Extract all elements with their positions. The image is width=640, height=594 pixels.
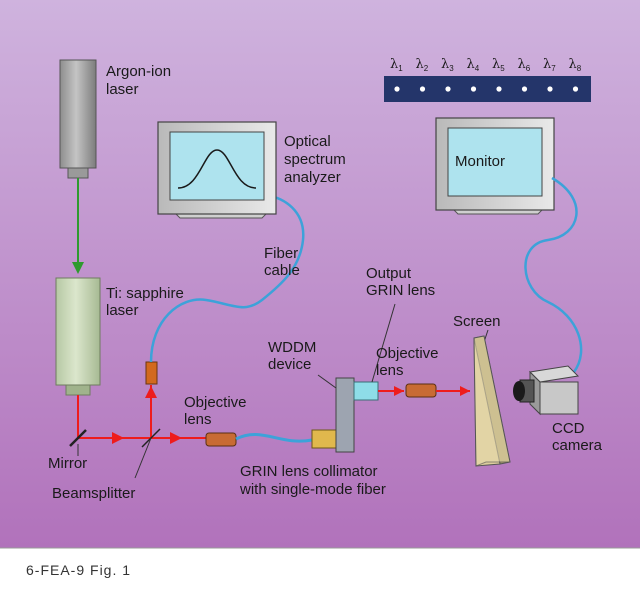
monitor (435, 117, 555, 215)
ccd-camera (513, 365, 580, 416)
wavelength-dot (496, 86, 502, 92)
label-line: laser (106, 302, 139, 319)
label-line: cable (264, 262, 300, 279)
label-line: laser (106, 81, 139, 98)
label-line: GRIN lens (366, 282, 435, 299)
camera-cable (524, 176, 583, 373)
screen (473, 335, 511, 467)
wavelength-dot (445, 86, 451, 92)
pump-beam (72, 178, 84, 274)
grin-collimator (311, 429, 337, 449)
label-line: Argon-ion (106, 63, 171, 80)
wddm-pointer (317, 374, 337, 389)
label-line: Ti: sapphire (106, 285, 184, 302)
objective-lens-right (405, 383, 437, 398)
beam-arrow (112, 432, 124, 444)
spectrum-curve (177, 149, 257, 189)
figure-caption: 6-FEA-9 Fig. 1 (26, 562, 131, 578)
wddm-device (335, 377, 379, 453)
beamsplitter-pointer (134, 437, 152, 479)
label-line: Optical (284, 133, 331, 150)
wavelength-dot (521, 86, 528, 92)
label-line: Mirror (48, 455, 87, 472)
label-line: Monitor (455, 153, 505, 170)
label-mirror: Mirror (48, 455, 87, 472)
label-line: WDDM (268, 339, 316, 356)
label-line: Objective (376, 345, 439, 362)
label-line: Screen (453, 313, 501, 330)
argon-ion-laser (59, 59, 97, 179)
wavelength-dot (470, 86, 477, 92)
wavelength-dot (419, 86, 426, 92)
wavelength-dot (572, 86, 579, 92)
fiber-coupler (145, 361, 158, 385)
label-line: analyzer (284, 169, 341, 186)
caption-strip (0, 548, 640, 594)
label-line: spectrum (284, 151, 346, 168)
label-line: GRIN lens collimator (240, 463, 378, 480)
beam-arrow (460, 386, 470, 396)
output-grin-pointer (371, 303, 396, 383)
label-line: camera (552, 437, 603, 454)
objective-lens-left (205, 432, 237, 447)
label-line: Beamsplitter (52, 485, 135, 502)
fiber-cable (149, 194, 305, 363)
wavelength-dot (394, 86, 400, 92)
single-mode-fiber (235, 433, 313, 443)
label-line: device (268, 356, 311, 373)
label-line: CCD (552, 420, 585, 437)
label-line: Fiber (264, 245, 298, 262)
beam-arrow (170, 432, 182, 444)
beam-arrow (394, 386, 404, 396)
label-monitor: Monitor (455, 153, 505, 170)
label-line: lens (376, 362, 404, 379)
label-beamsplitter: Beamsplitter (52, 485, 135, 502)
optical-spectrum-analyzer (157, 121, 277, 219)
label-line: Output (366, 265, 412, 282)
label-line: with single-mode fiber (239, 481, 386, 498)
ti-sapphire-laser (55, 277, 101, 396)
output-grin-lens (353, 381, 379, 401)
beam-arrow (145, 386, 157, 398)
wavelength-dot (547, 86, 553, 92)
label-line: lens (184, 411, 212, 428)
label-screen: Screen (453, 313, 501, 330)
label-line: Objective (184, 394, 247, 411)
mirror (69, 429, 87, 447)
